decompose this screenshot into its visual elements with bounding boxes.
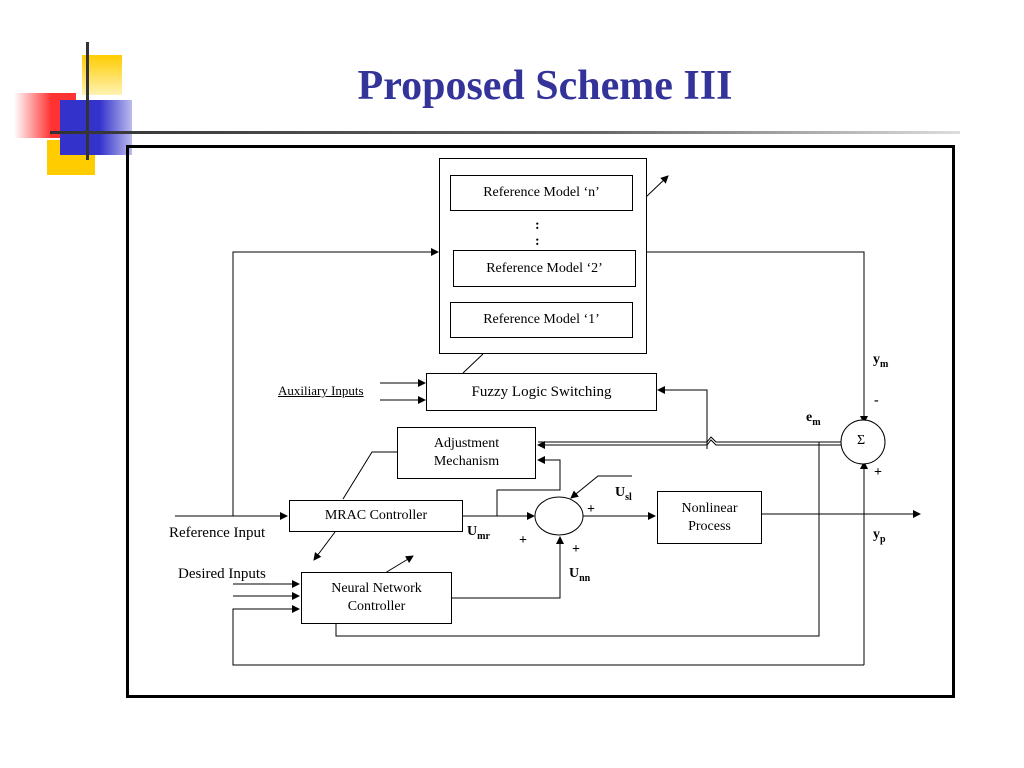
- fuzzy-logic-switching-block: Fuzzy Logic Switching: [426, 373, 657, 411]
- sigma-symbol: Σ: [857, 433, 866, 448]
- plus-sign-sum-bottom: +: [874, 465, 882, 480]
- ellipsis-dot-1: :: [535, 218, 540, 233]
- em-to-adjust-line-1: [538, 436, 843, 443]
- auxiliary-inputs-label: Auxiliary Inputs: [278, 383, 364, 398]
- unn-arrow: [452, 536, 564, 599]
- slide-title: Proposed Scheme III: [357, 63, 733, 109]
- yp-feedback-to-nn: [232, 605, 864, 666]
- control-summing-junction: [534, 496, 584, 536]
- mrac-adapt-arrow: [313, 531, 336, 561]
- decor-horizontal-line: [50, 131, 960, 134]
- plus-sign-unn: +: [572, 542, 580, 557]
- plus-sign-umr: +: [519, 533, 527, 548]
- plus-sign-usl: +: [587, 502, 595, 517]
- decor-vertical-line: [86, 42, 89, 160]
- reference-model-1: Reference Model ‘1’: [450, 302, 633, 338]
- model-adapt-arrow: [645, 175, 669, 198]
- adjustment-label-line2: Mechanism: [433, 454, 500, 469]
- error-summing-junction: [840, 419, 886, 465]
- neural-network-controller-block: Neural Network Controller: [301, 572, 452, 624]
- model-to-fuzzy-line: [462, 353, 484, 374]
- adjust-to-mrac-line: [342, 451, 398, 500]
- diagram-frame: [126, 145, 955, 698]
- ellipsis-dot-2: :: [535, 234, 540, 249]
- minus-sign: -: [874, 393, 879, 408]
- ym-label: ym: [873, 352, 889, 370]
- em-feedback-to-nn: [335, 442, 820, 637]
- umr-label: Umr: [467, 524, 490, 542]
- nn-label-line2: Controller: [347, 599, 406, 614]
- decor-blue-square: [60, 100, 132, 155]
- process-label-line2: Process: [688, 518, 731, 534]
- process-label-line1: Nonlinear: [681, 500, 738, 516]
- usl-label: Usl: [615, 485, 632, 503]
- yp-label: yp: [873, 527, 886, 545]
- adjustment-label-line1: Adjustment: [433, 436, 500, 451]
- unn-label: Unn: [569, 566, 591, 584]
- desired-inputs-label: Desired Inputs: [178, 566, 266, 582]
- ym-line: [646, 251, 868, 424]
- usl-arrow: [570, 475, 632, 499]
- nonlinear-process-block: Nonlinear Process: [657, 491, 762, 544]
- reference-model-n: Reference Model ‘n’: [450, 175, 633, 211]
- mrac-controller-block: MRAC Controller: [289, 500, 463, 532]
- umr-to-adjust-line: [496, 456, 561, 516]
- em-label: em: [806, 410, 821, 428]
- nn-adapt-arrow: [384, 555, 414, 574]
- em-to-adjust-line-2: [537, 439, 843, 449]
- reference-model-2: Reference Model ‘2’: [453, 250, 636, 287]
- reference-to-models-line: [232, 248, 439, 516]
- reference-input-label: Reference Input: [169, 525, 266, 541]
- nn-label-line1: Neural Network: [331, 581, 422, 596]
- adjustment-mechanism-block: Adjustment Mechanism: [397, 427, 536, 479]
- em-to-fuzzy-line: [657, 386, 708, 449]
